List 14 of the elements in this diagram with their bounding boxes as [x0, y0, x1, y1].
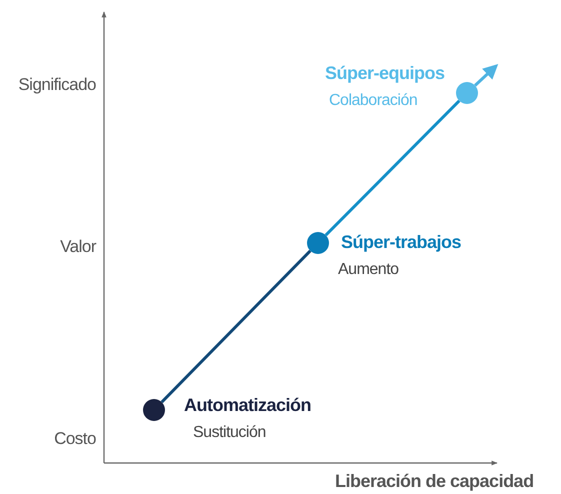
axis-label: Costo	[54, 430, 96, 447]
connector-arrow	[474, 64, 498, 87]
axis-label: Valor	[60, 238, 96, 255]
axis-label: Significado	[18, 76, 96, 93]
circle-marker	[143, 399, 165, 421]
stage-title: Automatización	[184, 396, 312, 414]
stage-title: Súper-trabajos	[341, 233, 462, 251]
stage-subtitle: Aumento	[338, 262, 399, 278]
circle-marker	[307, 232, 329, 254]
circle-marker	[456, 82, 478, 104]
stage-subtitle: Colaboración	[329, 93, 418, 109]
stage-subtitle: Sustitución	[193, 425, 266, 441]
axis-title: Liberación de capacidad	[335, 472, 534, 490]
stage-title: Súper-equipos	[325, 64, 445, 82]
